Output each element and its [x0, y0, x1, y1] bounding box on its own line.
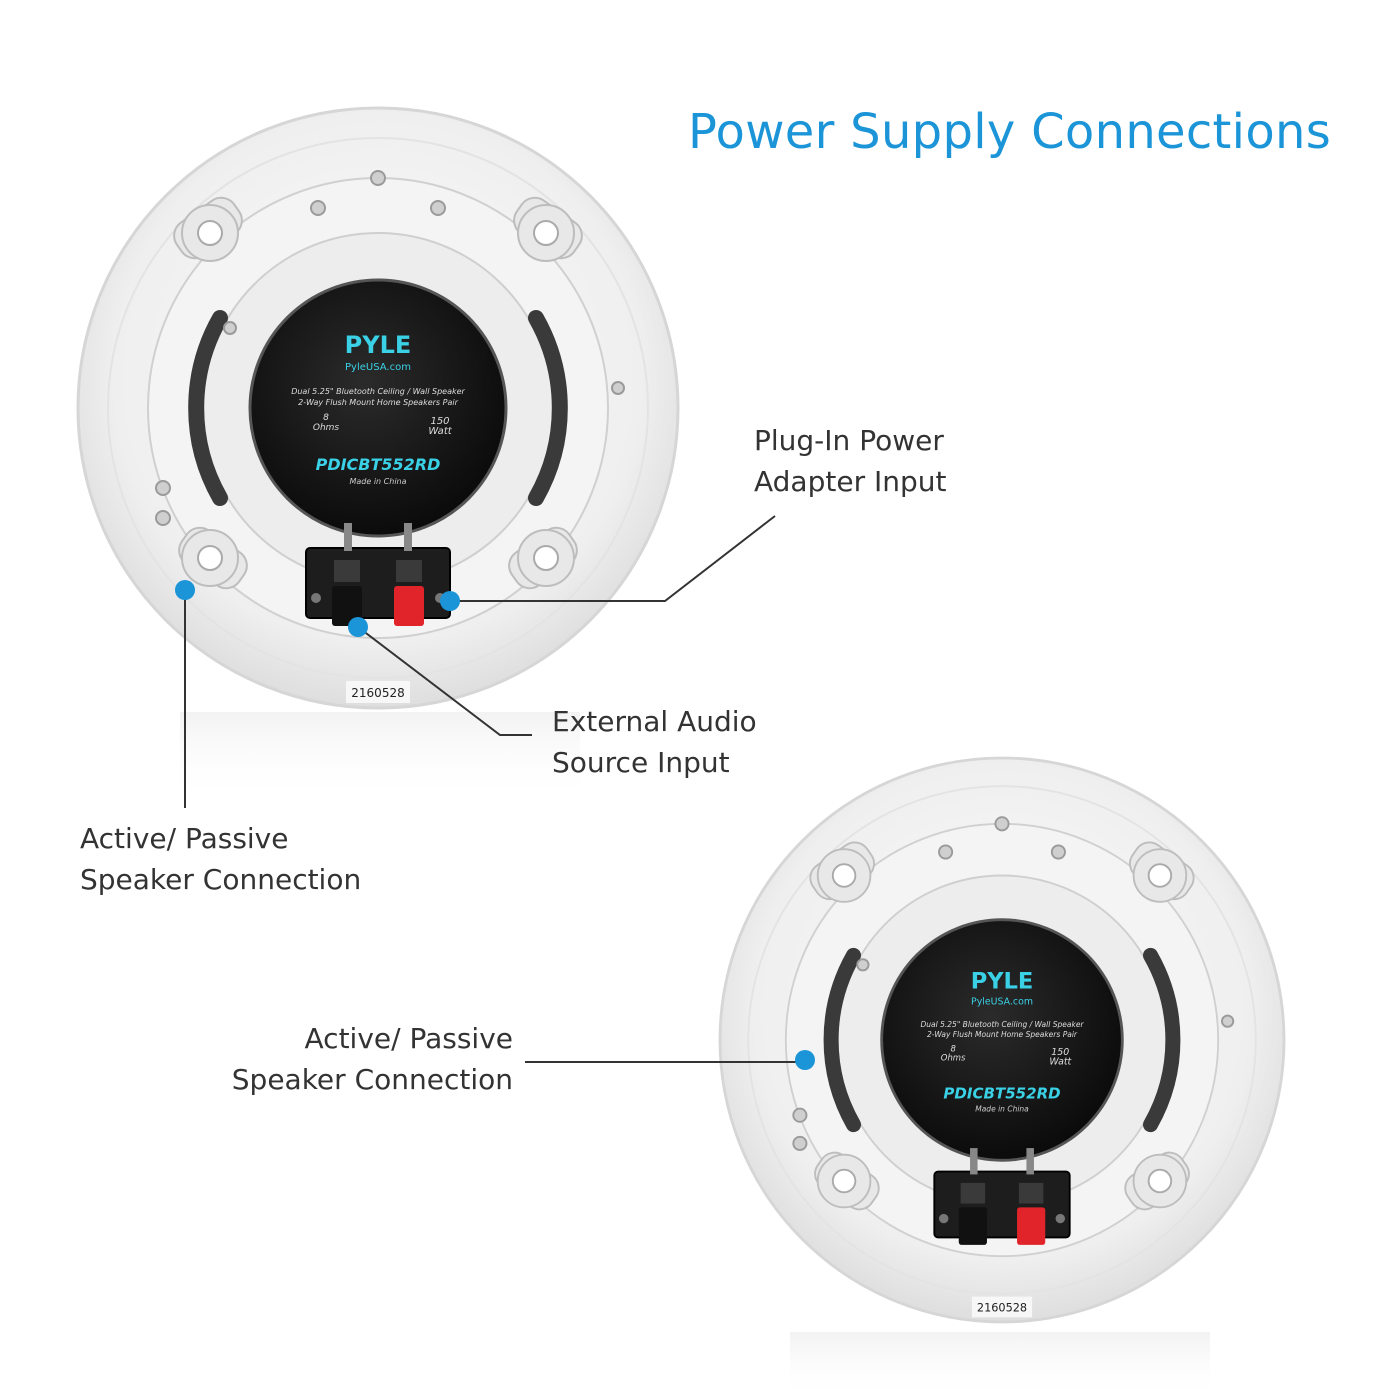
- power-value: 150: [1051, 1047, 1069, 1058]
- impedance-value: 8: [323, 413, 329, 423]
- callout-line: Source Input: [552, 746, 730, 779]
- page-title: Power Supply Connections: [688, 104, 1332, 160]
- power-unit: Watt: [1049, 1056, 1071, 1067]
- blue-dot-marker: [175, 580, 195, 600]
- blue-dot-marker: [795, 1050, 815, 1070]
- callout-line: Active/ Passive: [80, 822, 289, 855]
- blue-dot-marker: [440, 591, 460, 611]
- callout-line: Adapter Input: [754, 465, 947, 498]
- power-value: 150: [430, 416, 449, 427]
- callout-active-passive-top: Active/ Passive Speaker Connection: [80, 818, 361, 900]
- impedance-unit: Ohms: [313, 423, 340, 433]
- model-number: PDICBT552RD: [316, 455, 441, 474]
- callout-active-passive-bottom: Active/ Passive Speaker Connection: [200, 1018, 513, 1100]
- impedance-unit: Ohms: [941, 1053, 966, 1063]
- description-line-2: 2-Way Flush Mount Home Speakers Pair: [927, 1030, 1078, 1039]
- callout-plug-in-power: Plug-In Power Adapter Input: [754, 420, 947, 502]
- callout-line: Speaker Connection: [80, 863, 362, 896]
- callout-line: Speaker Connection: [231, 1063, 513, 1096]
- serial-number: 2160528: [351, 686, 404, 700]
- description-line-1: Dual 5.25" Bluetooth Ceiling / Wall Spea…: [291, 387, 465, 396]
- impedance-value: 8: [950, 1043, 956, 1053]
- origin-text: Made in China: [975, 1104, 1029, 1113]
- serial-number: 2160528: [977, 1302, 1027, 1315]
- website-text: PyleUSA.com: [345, 362, 411, 373]
- description-line-1: Dual 5.25" Bluetooth Ceiling / Wall Spea…: [920, 1020, 1084, 1029]
- leader-line-audio: [357, 626, 532, 736]
- callout-line: Plug-In Power: [754, 424, 944, 457]
- brand-logo: PYLE: [345, 331, 412, 359]
- description-line-2: 2-Way Flush Mount Home Speakers Pair: [298, 398, 458, 407]
- power-unit: Watt: [428, 426, 452, 437]
- website-text: PyleUSA.com: [971, 996, 1033, 1007]
- callout-line: External Audio: [552, 705, 757, 738]
- model-number: PDICBT552RD: [943, 1084, 1060, 1102]
- callout-external-audio: External Audio Source Input: [552, 701, 757, 783]
- leader-line-power: [450, 515, 776, 602]
- origin-text: Made in China: [349, 477, 406, 486]
- blue-dot-marker: [348, 617, 368, 637]
- brand-logo: PYLE: [971, 968, 1034, 994]
- callout-line: Active/ Passive: [304, 1022, 513, 1055]
